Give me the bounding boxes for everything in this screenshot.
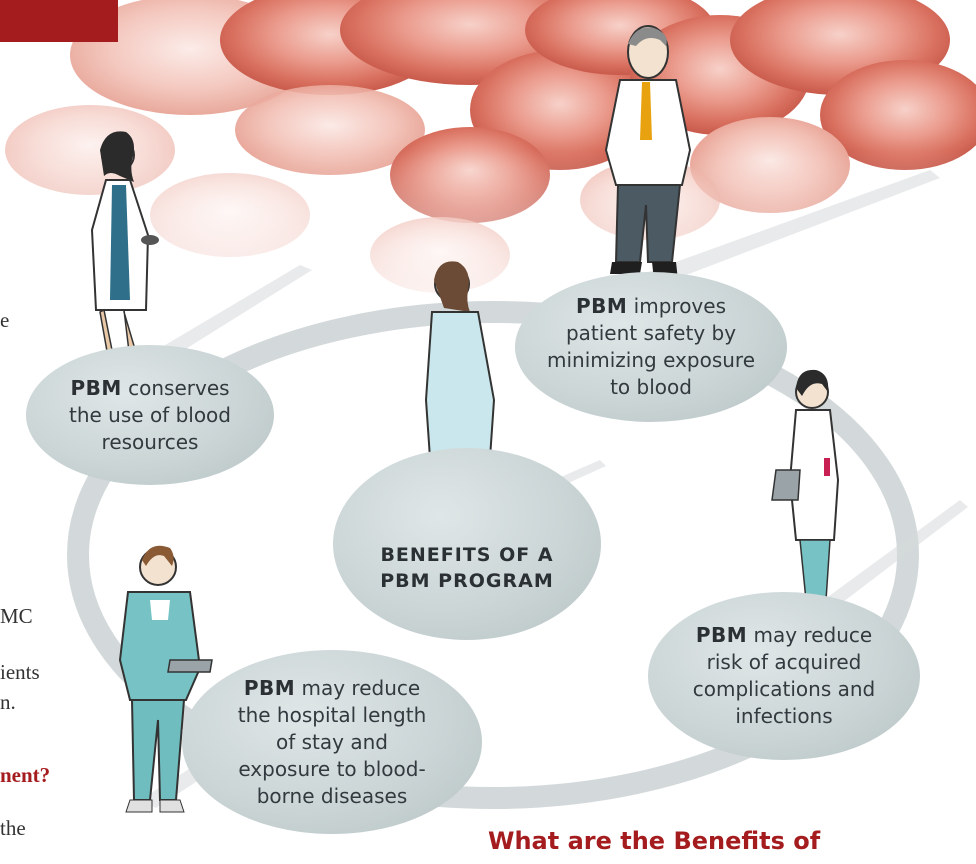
center-bubble: BENEFITS OF A PBM PROGRAM (333, 448, 601, 640)
left-text-fragment: ients (0, 660, 40, 684)
pbm-label: PBM (244, 676, 295, 700)
benefit-bubble-conserve: PBM conserves the use of blood resources (26, 345, 274, 485)
left-text-fragment: e (0, 308, 9, 332)
benefit-bubble-length-of-stay: PBM may reduce the hospital length of st… (182, 650, 482, 834)
center-title-line1: BENEFITS OF A (347, 542, 587, 568)
pbm-label: PBM (696, 623, 747, 647)
benefit-bubble-safety: PBM improves patient safety by minimizin… (515, 272, 787, 422)
section-header-bar (0, 0, 118, 42)
benefit-bubble-risk: PBM may reduce risk of acquired complica… (648, 592, 920, 760)
center-title-line2: PBM PROGRAM (347, 568, 587, 594)
benefits-heading: What are the Benefits of (488, 826, 820, 856)
pbm-label: PBM (576, 294, 627, 318)
left-heading-fragment: nent? (0, 763, 50, 787)
left-text-fragment: the (0, 816, 26, 840)
left-text-fragment: n. (0, 690, 16, 714)
left-text-fragment: MC (0, 604, 33, 628)
pbm-label: PBM (70, 376, 121, 400)
